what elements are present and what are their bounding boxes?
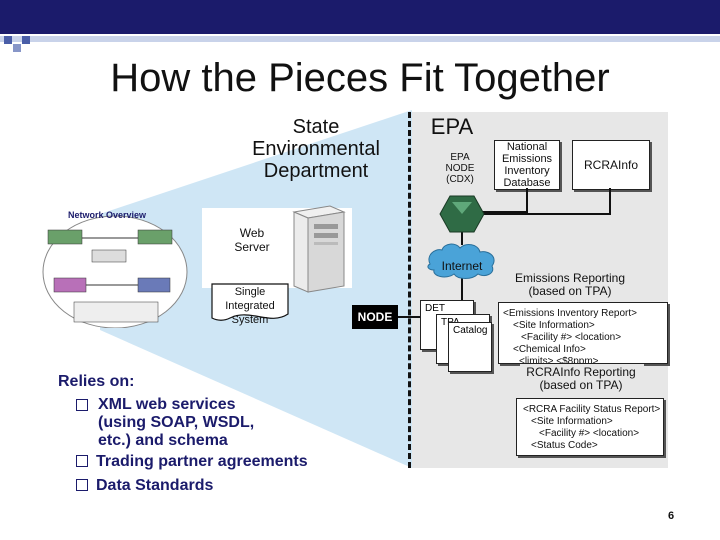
checkbox-icon: [76, 399, 88, 411]
det-label: DET: [425, 303, 445, 314]
relies-item: Data Standards: [76, 477, 213, 495]
epa-heading: EPA: [430, 114, 474, 139]
epa-node-cdx-label: EPA NODE (CDX): [445, 152, 475, 185]
catalog-label: Catalog: [453, 325, 488, 336]
relies-item: Trading partner agreements: [76, 453, 308, 471]
rcra-title-backdrop: [520, 364, 644, 396]
internet-label: Internet: [441, 259, 483, 273]
page-number: 6: [668, 510, 675, 522]
rcra-line: <Status Code>: [531, 440, 598, 451]
state-heading: State Environmental Department: [252, 116, 380, 182]
web-server-label: Web Server: [234, 226, 270, 254]
network-overview-diagram: [42, 215, 188, 329]
top-banner: [0, 0, 720, 34]
rcra-line: <RCRA Facility Status Report>: [523, 404, 661, 415]
relies-item-text: Data Standards: [96, 477, 214, 494]
integrated-system-shape: [210, 282, 290, 324]
emissions-line: <Emissions Inventory Report>: [503, 308, 637, 319]
server-icon: [292, 205, 346, 293]
emissions-line: <Chemical Info>: [513, 344, 586, 355]
cdx-hexagon-icon: [439, 195, 485, 233]
catalog-document: Catalog: [448, 322, 492, 372]
relies-heading: Relies on:: [58, 373, 135, 390]
rcra-reporting-title: RCRAInfo Reporting (based on TPA): [526, 365, 636, 392]
corner-square: [22, 36, 30, 44]
rcra-line: <Site Information>: [531, 416, 613, 427]
rcra-report-card: <RCRA Facility Status Report> <Site Info…: [516, 398, 664, 456]
corner-square: [13, 44, 21, 52]
emissions-line: <Site Information>: [513, 320, 595, 331]
rcra-line: <Facility #> <location>: [539, 428, 640, 439]
corner-square: [4, 36, 12, 44]
emissions-report-card: <Emissions Inventory Report> <Site Infor…: [498, 302, 668, 364]
relies-item-text: XML web services (using SOAP, WSDL, etc.…: [98, 396, 255, 449]
relies-item-text: Trading partner agreements: [96, 453, 308, 470]
network-overview-thumbnail: Network Overview: [40, 208, 190, 329]
relies-item: XML web services (using SOAP, WSDL, etc.…: [76, 396, 286, 450]
state-epa-divider: [408, 112, 411, 468]
emissions-reporting-title: Emissions Reporting (based on TPA): [514, 271, 626, 298]
top-banner-stripe: [0, 36, 720, 42]
integrated-system-label: Single Integrated System: [225, 286, 275, 326]
network-overview-title: Network Overview: [68, 210, 147, 220]
nei-database-box: National Emissions Inventory Database: [494, 140, 560, 190]
internet-cloud-icon: [424, 240, 500, 280]
checkbox-icon: [76, 479, 88, 491]
nei-database-label: National Emissions Inventory Database: [501, 141, 553, 189]
state-node-box: NODE: [352, 305, 398, 329]
rcrainfo-box: RCRAInfo: [572, 140, 650, 190]
emissions-line: <Facility #> <location>: [521, 332, 622, 343]
emissions-line: <limits> <$8ppm>: [519, 356, 599, 364]
page-title: How the Pieces Fit Together: [110, 56, 610, 100]
checkbox-icon: [76, 455, 88, 467]
